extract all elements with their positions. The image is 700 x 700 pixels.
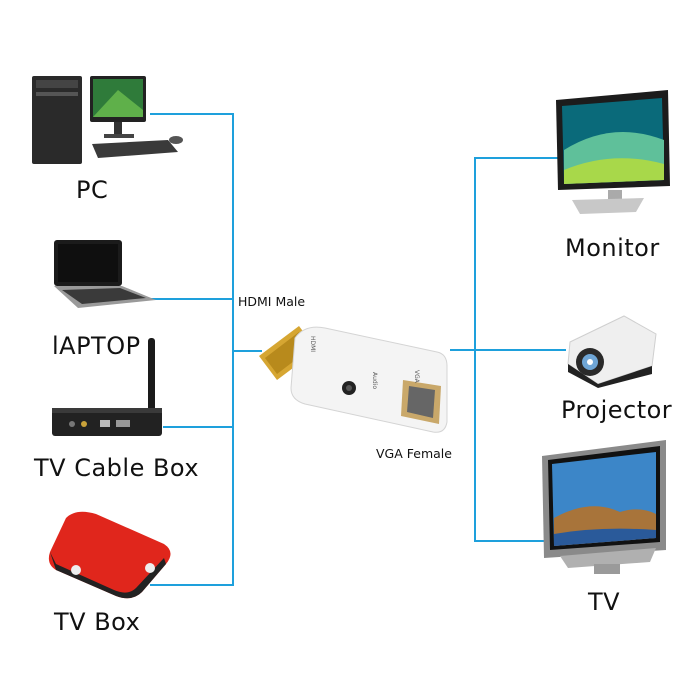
left-bus-line xyxy=(232,113,234,586)
source-label-laptop: lAPTOP xyxy=(52,332,141,360)
adapter-output-label: VGA Female xyxy=(376,446,452,461)
cable-box-connector-line xyxy=(163,426,234,428)
projector-icon xyxy=(564,312,660,388)
vga-output-line xyxy=(450,349,476,351)
adapter-input-label: HDMI Male xyxy=(238,294,306,309)
display-label-monitor: Monitor xyxy=(565,234,660,262)
adapter-port-text-vga: VGA xyxy=(413,370,420,384)
laptop-connector-line xyxy=(150,298,234,300)
source-label-pc: PC xyxy=(76,176,109,204)
set-top-box-icon xyxy=(48,338,168,442)
monitor-icon xyxy=(552,90,672,218)
tv-box-icon xyxy=(46,508,176,600)
adapter-port-text-audio: Audio xyxy=(371,372,378,389)
tv-box-connector-line xyxy=(150,584,234,586)
laptop-icon xyxy=(48,238,158,318)
display-label-tv: TV xyxy=(588,588,621,616)
monitor-connector-line xyxy=(474,157,560,159)
tv-connector-line xyxy=(474,540,544,542)
pc-connector-line xyxy=(150,113,234,115)
hdmi-input-line xyxy=(232,350,262,352)
flat-tv-icon xyxy=(540,438,670,578)
source-label-tv-box: TV Box xyxy=(54,608,141,636)
projector-connector-line xyxy=(474,349,566,351)
hdmi-to-vga-adapter-icon: Audio VGA HDMI xyxy=(255,318,455,442)
adapter-port-text-hdmi: HDMI xyxy=(309,336,316,352)
desktop-pc-icon xyxy=(28,70,188,170)
source-label-cable-box: TV Cable Box xyxy=(34,454,200,482)
display-label-projector: Projector xyxy=(561,396,673,424)
